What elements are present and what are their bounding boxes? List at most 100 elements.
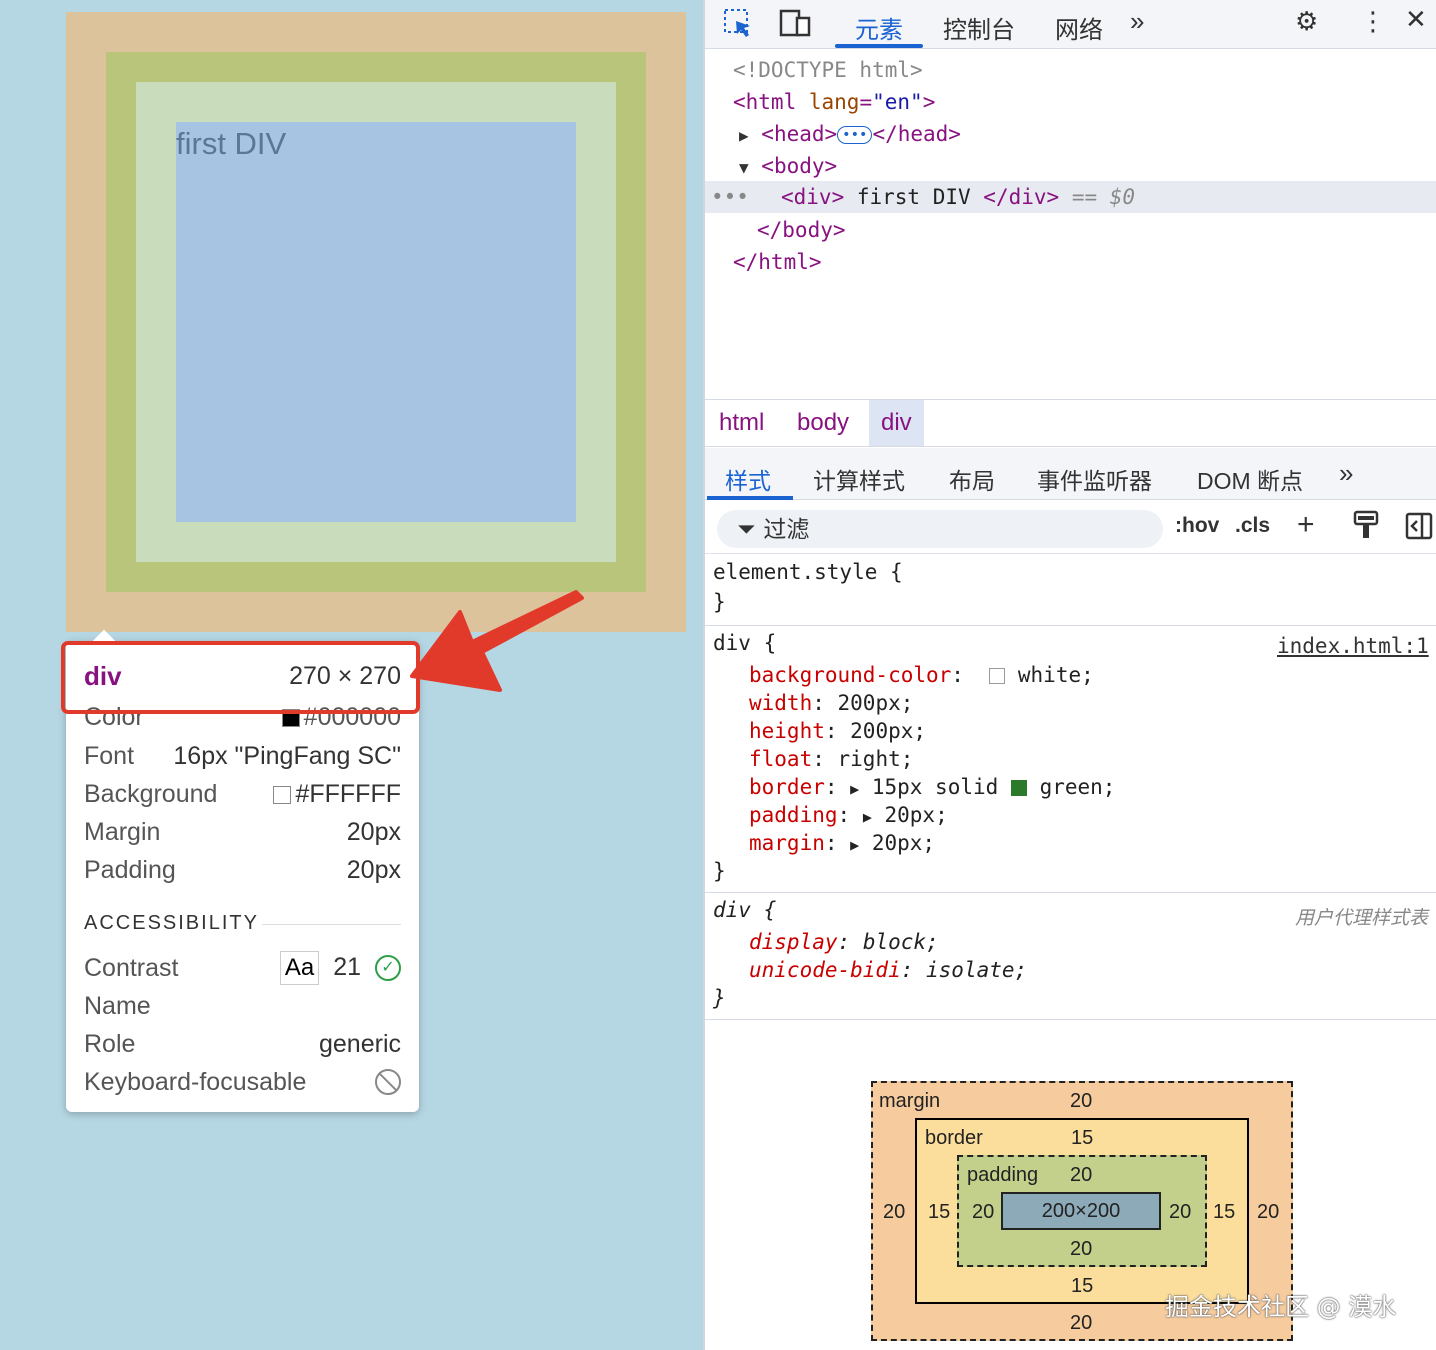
padding-left-value[interactable]: 20 [972,1201,995,1223]
expand-triangle-icon[interactable]: ▶ [862,808,872,826]
dom-body-close[interactable]: </body> [757,218,846,242]
paint-brush-icon[interactable] [1353,510,1379,546]
prop-name: padding [749,803,838,827]
expand-triangle-icon[interactable]: ▶ [739,126,749,145]
device-toggle-icon[interactable] [777,8,811,45]
tooltip-row-name: Name [84,989,401,1023]
head-close-tag: </head> [872,122,961,146]
node-actions-ellipsis-icon[interactable]: ••• [711,185,749,209]
box-model-content[interactable]: 200×200 [1001,1192,1161,1230]
rule1-close: } [713,859,726,883]
rule-separator [705,625,1436,626]
tab-elements[interactable]: 元素 [855,17,903,44]
devtools-toolbar: 元素 控制台 网络 » ⚙ ⋮ ✕ [705,0,1436,49]
tooltip-role-value: generic [319,1029,401,1058]
tooltip-row-margin: Margin 20px [84,815,401,849]
tooltip-color-text: #000000 [303,702,401,731]
content-highlight[interactable] [176,122,576,522]
prop-height[interactable]: height: 200px; [749,719,927,743]
prop-name: height [749,719,825,743]
prop-value: 200px; [837,691,914,715]
margin-left-value[interactable]: 20 [883,1201,906,1223]
rule2-selector[interactable]: div { [713,898,777,922]
user-agent-label: 用户代理样式表 [1295,907,1429,929]
inspect-element-icon[interactable] [723,8,753,45]
tab-styles[interactable]: 样式 [725,468,771,494]
annotation-arrow-icon [410,590,584,692]
dom-doctype[interactable]: <!DOCTYPE html> [733,58,923,82]
tooltip-header: div 270 × 270 [84,659,401,693]
rule-separator [705,1019,1436,1020]
collapsed-ellipsis-icon[interactable]: ••• [837,126,873,144]
more-tabs-chevron-icon[interactable]: » [1130,6,1145,36]
prop-name: margin [749,831,825,855]
dom-div-node[interactable]: <div> first DIV </div> == $0 [781,181,1135,213]
head-open-tag: <head> [761,122,838,146]
tab-computed[interactable]: 计算样式 [813,468,905,494]
tab-dom-breakpoints[interactable]: DOM 断点 [1197,468,1304,494]
tooltip-keyboard-label: Keyboard-focusable [84,1067,307,1096]
rule1-selector[interactable]: div { [713,631,777,655]
prop-width[interactable]: width: 200px; [749,691,914,715]
tab-event-listeners[interactable]: 事件监听器 [1037,468,1152,494]
kebab-menu-icon[interactable]: ⋮ [1360,6,1386,36]
tooltip-tag: div [84,660,122,691]
prop-background-color[interactable]: background-color: white; [749,663,1094,687]
toggle-sidebar-icon[interactable] [1405,512,1433,546]
prop-float[interactable]: float: right; [749,747,914,771]
rule1-source-link[interactable]: index.html:1 [1277,634,1429,658]
prop-value: right; [837,747,914,771]
rule2-close: } [713,986,726,1010]
prop-unicode-bidi[interactable]: unicode-bidi: isolate; [749,958,1028,982]
padding-top-value[interactable]: 20 [1070,1164,1093,1186]
add-rule-plus-icon[interactable]: + [1297,508,1315,541]
margin-right-value[interactable]: 20 [1257,1201,1280,1223]
margin-bottom-value[interactable]: 20 [1070,1312,1093,1334]
prop-border[interactable]: border: ▶ 15px solid green; [749,775,1116,799]
expand-triangle-icon[interactable]: ▶ [850,836,860,854]
tooltip-background-value: #FFFFFF [273,780,401,809]
tab-layout[interactable]: 布局 [949,468,995,494]
tooltip-size: 270 × 270 [289,661,401,690]
tab-network[interactable]: 网络 [1055,17,1103,44]
hov-toggle[interactable]: :hov [1175,514,1220,537]
collapse-triangle-icon[interactable]: ▼ [739,158,749,177]
prop-padding[interactable]: padding: ▶ 20px; [749,803,948,827]
breadcrumb-div[interactable]: div [869,400,924,446]
expand-triangle-icon[interactable]: ▶ [850,780,860,798]
border-bottom-value[interactable]: 15 [1071,1275,1094,1297]
white-swatch-icon[interactable] [989,668,1006,684]
check-circle-icon: ✓ [375,955,401,982]
border-right-value[interactable]: 15 [1213,1201,1236,1223]
border-left-value[interactable]: 15 [928,1201,951,1223]
dom-html-node[interactable]: <html lang="en"> [733,90,936,114]
tooltip-contrast-label: Contrast [84,953,179,982]
dom-body-node[interactable]: ▼ <body> [739,150,837,182]
dom-head-node[interactable]: ▶ <head>•••</head> [739,118,961,150]
filter-input[interactable]: ⏷过滤 [717,510,1163,548]
more-subtabs-chevron-icon[interactable]: » [1339,458,1354,488]
cls-toggle[interactable]: .cls [1235,514,1271,537]
close-icon[interactable]: ✕ [1405,4,1427,34]
tab-console[interactable]: 控制台 [943,17,1015,44]
border-top-value[interactable]: 15 [1071,1127,1094,1149]
padding-right-value[interactable]: 20 [1169,1201,1192,1223]
box-model-border-label: border [925,1127,983,1149]
no-entry-icon [375,1069,401,1095]
prop-margin[interactable]: margin: ▶ 20px; [749,831,936,855]
padding-bottom-value[interactable]: 20 [1070,1238,1093,1260]
margin-top-value[interactable]: 20 [1070,1090,1093,1112]
prop-name: float [749,747,813,771]
styles-subtabs: 样式 计算样式 布局 事件监听器 DOM 断点 » [705,448,1436,500]
selected-node-highlight [705,181,1436,213]
breadcrumb-html[interactable]: html [719,409,765,436]
dom-html-close[interactable]: </html> [733,250,822,274]
breadcrumb-body[interactable]: body [797,409,850,436]
element-style-selector[interactable]: element.style { [713,560,903,584]
prop-name: background-color [749,663,952,687]
gear-icon[interactable]: ⚙ [1295,6,1319,36]
div-text-content: first DIV [844,185,984,209]
devtools-panel: 元素 控制台 网络 » ⚙ ⋮ ✕ <!DOCTYPE html> <html … [703,0,1436,1350]
prop-display[interactable]: display: block; [749,930,939,954]
green-swatch-icon[interactable] [1010,780,1027,796]
